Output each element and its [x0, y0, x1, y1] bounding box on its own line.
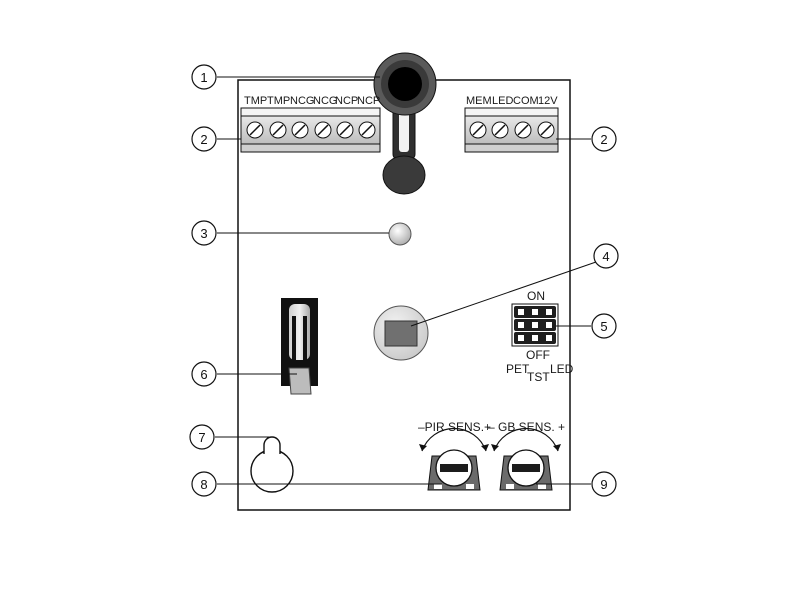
callout-number: 2 — [600, 132, 607, 147]
callout-1: 1 — [191, 64, 217, 90]
callout-number: 1 — [200, 70, 207, 85]
led-indicator — [388, 222, 412, 246]
callout-2-left: 2 — [191, 126, 217, 152]
pir-sensitivity-pot: –PIR SENS.+ — [418, 420, 491, 491]
jumper-led-label: LED — [550, 362, 574, 376]
terminal-label: TMP — [244, 95, 267, 107]
callout-2-right: 2 — [591, 126, 617, 152]
terminal-label: COM — [513, 95, 539, 107]
callout-4: 4 — [593, 243, 619, 269]
callout-number: 5 — [600, 319, 607, 334]
terminal-screw — [491, 121, 509, 139]
callout-number: 8 — [200, 477, 207, 492]
callout-number: 2 — [200, 132, 207, 147]
terminal-label: LED — [492, 95, 513, 107]
terminal-label: MEM — [466, 95, 492, 107]
terminal-screw — [314, 121, 332, 139]
callout-3: 3 — [191, 220, 217, 246]
callout-number: 9 — [600, 477, 607, 492]
terminal-block-right: MEM LED COM 12V — [464, 95, 559, 153]
callout-7: 7 — [189, 424, 215, 450]
terminal-screw — [537, 121, 555, 139]
terminal-screw — [514, 121, 532, 139]
terminal-screw — [469, 121, 487, 139]
terminal-screw — [246, 121, 264, 139]
pir-sensor — [373, 305, 429, 361]
callout-number: 7 — [198, 430, 205, 445]
terminal-screw — [336, 121, 354, 139]
jumper-block: ON OFF PET TST LED — [506, 289, 574, 384]
callout-8: 8 — [191, 471, 217, 497]
jumper-off-label: OFF — [526, 348, 550, 362]
terminal-screw — [269, 121, 287, 139]
pir-sens-label: –PIR SENS.+ — [418, 420, 491, 434]
jumper-on-label: ON — [527, 289, 545, 303]
callout-number: 6 — [200, 367, 207, 382]
terminal-label: NCP — [357, 95, 380, 107]
callout-6: 6 — [191, 361, 217, 387]
terminal-label: NCG — [313, 95, 337, 107]
callout-number: 3 — [200, 226, 207, 241]
terminal-screw — [291, 121, 309, 139]
terminal-label: TMP — [267, 95, 290, 107]
callout-5: 5 — [591, 313, 617, 339]
terminal-screw — [358, 121, 376, 139]
gb-sensitivity-pot: – GB SENS. + — [488, 420, 565, 491]
terminal-label: NCG — [290, 95, 314, 107]
terminal-label: NCP — [335, 95, 358, 107]
keyhole-mount — [250, 436, 294, 493]
mounting-clip — [281, 298, 318, 395]
tamper-lens — [373, 52, 437, 195]
terminal-block-left: TMP TMP NCG NCG NCP NCP — [240, 95, 381, 153]
callout-number: 4 — [602, 249, 609, 264]
callout-leaders — [215, 76, 597, 485]
terminal-label: 12V — [538, 95, 558, 107]
callout-9: 9 — [591, 471, 617, 497]
gb-sens-label: – GB SENS. + — [488, 420, 565, 434]
jumper-tst-label: TST — [527, 370, 550, 384]
jumper-pet-label: PET — [506, 362, 530, 376]
